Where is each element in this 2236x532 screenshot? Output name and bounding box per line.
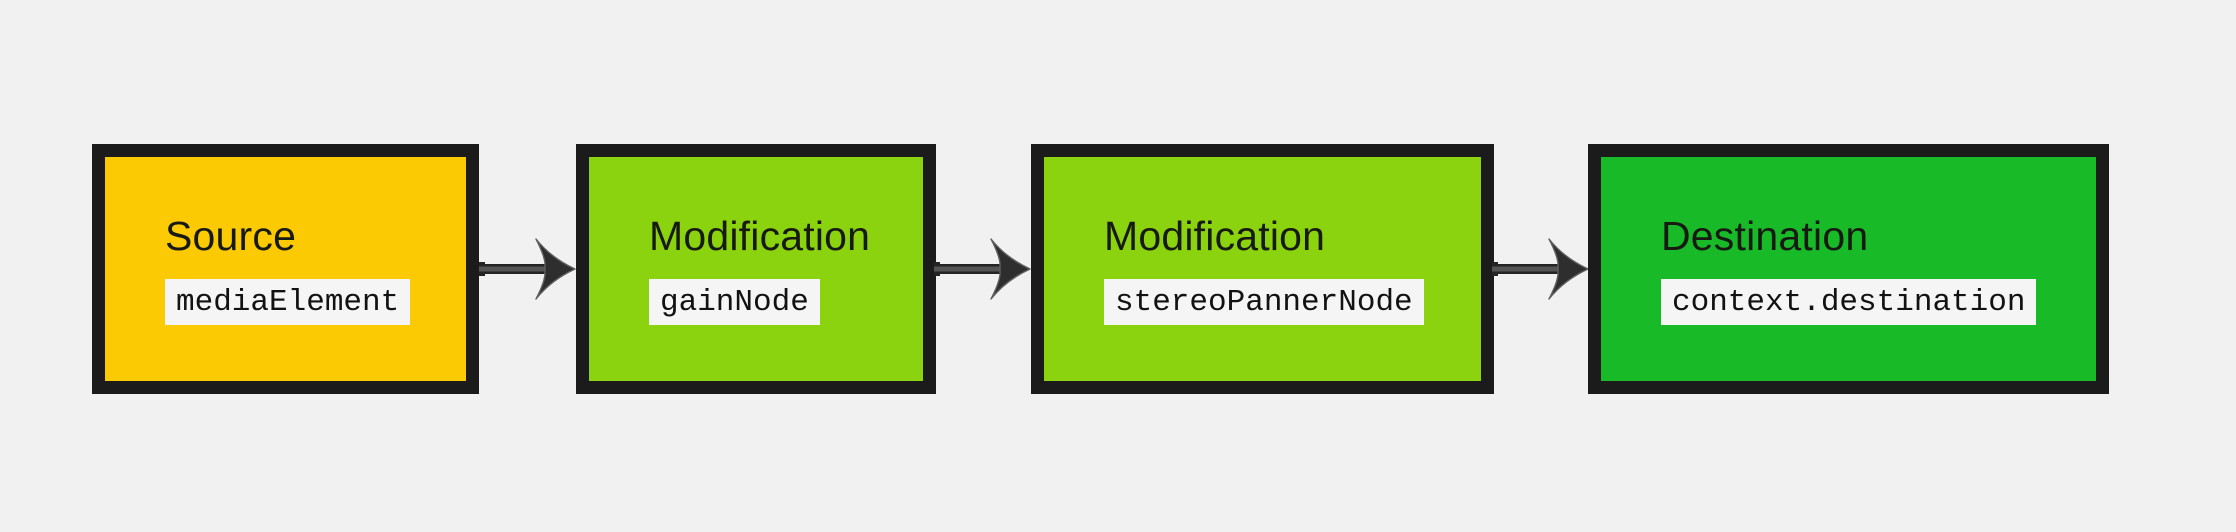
flow-arrow: [1492, 238, 1589, 300]
flow-arrow: [479, 238, 576, 300]
node-code-label: gainNode: [649, 279, 820, 326]
flow-arrow: [934, 238, 1031, 300]
node-title: Source: [165, 212, 297, 259]
node-code-label: stereoPannerNode: [1104, 279, 1424, 326]
node-title: Destination: [1661, 212, 1869, 259]
node-code-label: context.destination: [1661, 279, 2037, 326]
node-stereo-panner: Modification stereoPannerNode: [1031, 144, 1494, 394]
node-title: Modification: [1104, 212, 1326, 259]
node-code-label: mediaElement: [165, 279, 411, 326]
node-source: Source mediaElement: [92, 144, 479, 394]
node-title: Modification: [649, 212, 871, 259]
node-gain: Modification gainNode: [576, 144, 936, 394]
node-destination: Destination context.destination: [1588, 144, 2109, 394]
